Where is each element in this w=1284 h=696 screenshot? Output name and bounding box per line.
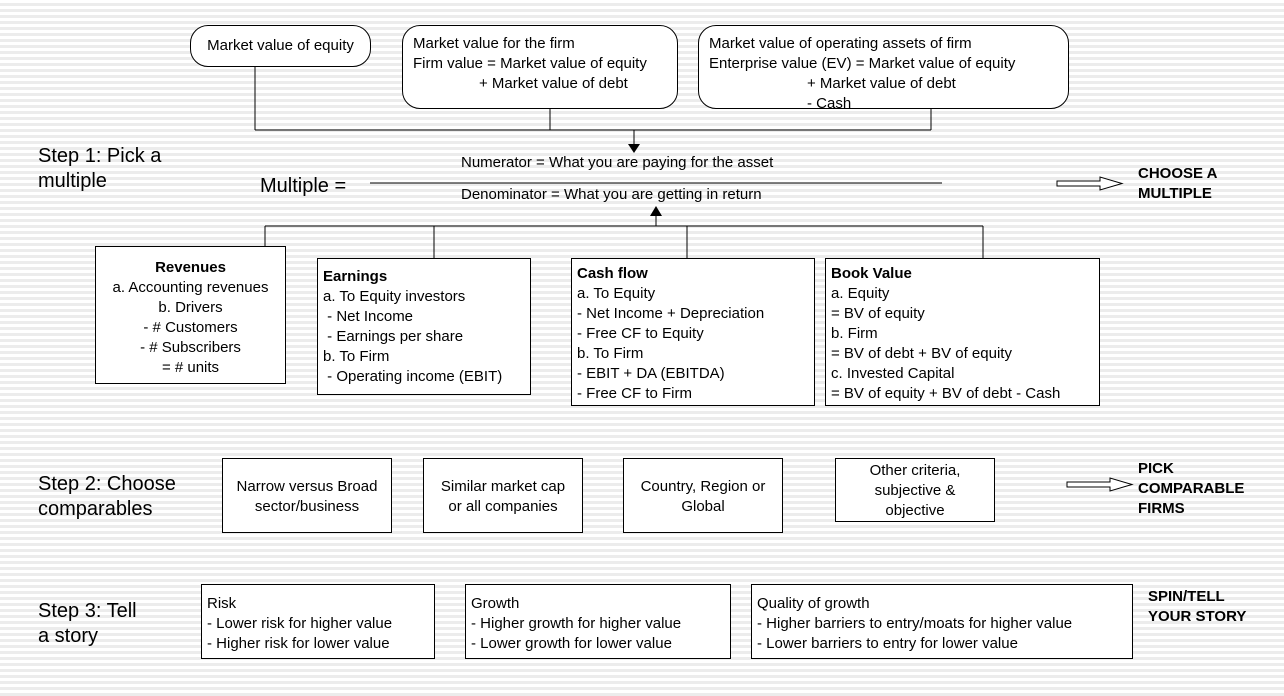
revenues-line: - # Subscribers: [140, 339, 241, 356]
risk-title: Risk: [207, 595, 237, 612]
marketcap-line-1: Similar market cap: [440, 478, 566, 495]
marketcap-line-2: or all companies: [448, 498, 558, 515]
step3-line-1: Step 3: Tell: [38, 600, 137, 622]
growth-title: Growth: [471, 595, 520, 612]
market-cap-box: Similar market cap or all companies: [423, 458, 583, 533]
enterprise-value-box: Market value of operating assets of firm…: [698, 25, 1069, 112]
quality-line: - Lower barriers to entry for lower valu…: [757, 635, 1018, 652]
firm-line-3: + Market value of debt: [479, 75, 628, 92]
bookvalue-line: b. Firm: [831, 325, 878, 342]
earnings-line: - Operating income (EBIT): [323, 368, 503, 385]
bookvalue-line: = BV of equity: [831, 305, 925, 322]
revenues-box: Revenues a. Accounting revenues b. Drive…: [95, 246, 286, 384]
cashflow-line: a. To Equity: [577, 285, 656, 302]
earnings-line: - Net Income: [323, 308, 414, 325]
step3-label: Step 3: Tell a story: [38, 599, 137, 649]
narrow-broad-box: Narrow versus Broad sector/business: [222, 458, 392, 533]
pick-comparable-label: PICK COMPARABLE FIRMS: [1138, 459, 1244, 519]
cashflow-line: - Free CF to Firm: [577, 385, 692, 402]
bookvalue-title: Book Value: [831, 265, 912, 282]
spin-story-label: SPIN/TELL YOUR STORY: [1148, 587, 1246, 627]
earnings-line: b. To Firm: [323, 348, 390, 365]
cashflow-line: - EBIT + DA (EBITDA): [577, 365, 725, 382]
cashflow-title: Cash flow: [577, 265, 648, 282]
cashflow-line: - Net Income + Depreciation: [577, 305, 765, 322]
narrow-line-1: Narrow versus Broad: [236, 478, 378, 495]
growth-line: - Higher growth for higher value: [471, 615, 682, 632]
risk-line: - Higher risk for lower value: [207, 635, 390, 652]
pick-arrow-icon: [1066, 477, 1134, 492]
other-criteria-box: Other criteria, subjective & objective: [835, 458, 995, 522]
cashflow-line: b. To Firm: [577, 345, 644, 362]
region-line-2: Global: [681, 498, 725, 515]
choose-multiple-label: CHOOSE A MULTIPLE: [1138, 164, 1217, 204]
other-line-3: objective: [885, 502, 945, 519]
risk-line: - Lower risk for higher value: [207, 615, 393, 632]
narrow-line-2: sector/business: [254, 498, 360, 515]
bookvalue-line: a. Equity: [831, 285, 890, 302]
revenues-line: b. Drivers: [158, 299, 223, 316]
earnings-title: Earnings: [323, 268, 388, 285]
other-line-1: Other criteria,: [869, 462, 961, 479]
bookvalue-line: c. Invested Capital: [831, 365, 955, 382]
earnings-line: a. To Equity investors: [323, 288, 466, 305]
growth-box: Growth - Higher growth for higher value …: [465, 584, 731, 659]
other-line-2: subjective &: [874, 482, 956, 499]
denominator-text: Denominator = What you are getting in re…: [461, 186, 762, 203]
earnings-box: Earnings a. To Equity investors - Net In…: [317, 258, 531, 395]
equity-value-box: Market value of equity: [190, 25, 371, 67]
choose-arrow-icon: [1056, 176, 1124, 191]
cashflow-line: - Free CF to Equity: [577, 325, 704, 342]
cashflow-box: Cash flow a. To Equity - Net Income + De…: [571, 258, 815, 406]
pick-line-1: PICK: [1138, 460, 1174, 477]
quality-growth-box: Quality of growth - Higher barriers to e…: [751, 584, 1133, 659]
step1-label: Step 1: Pick a multiple: [38, 144, 161, 194]
step2-label: Step 2: Choose comparables: [38, 472, 176, 522]
step2-line-2: comparables: [38, 498, 153, 520]
revenues-line: a. Accounting revenues: [112, 279, 269, 296]
quality-title: Quality of growth: [757, 595, 870, 612]
equity-line: Market value of equity: [207, 37, 354, 54]
firm-value-box: Market value for the firm Firm value = M…: [402, 25, 678, 109]
spin-line-1: SPIN/TELL: [1148, 588, 1225, 605]
risk-box: Risk - Lower risk for higher value - Hig…: [201, 584, 435, 659]
ev-line-2: Enterprise value (EV) = Market value of …: [709, 55, 1016, 72]
ev-line-3: + Market value of debt: [807, 75, 956, 92]
step2-line-1: Step 2: Choose: [38, 473, 176, 495]
region-line-1: Country, Region or: [640, 478, 766, 495]
earnings-line: - Earnings per share: [323, 328, 464, 345]
step1-line-2: multiple: [38, 170, 107, 192]
firm-line-1: Market value for the firm: [413, 35, 575, 52]
arrow-up-head: [650, 206, 662, 216]
pick-line-3: FIRMS: [1138, 500, 1185, 517]
arrow-down-head: [628, 144, 640, 153]
bookvalue-box: Book Value a. Equity = BV of equity b. F…: [825, 258, 1100, 406]
growth-line: - Lower growth for lower value: [471, 635, 672, 652]
pick-line-2: COMPARABLE: [1138, 480, 1245, 497]
choose-line-1: CHOOSE A: [1138, 165, 1218, 182]
firm-line-2: Firm value = Market value of equity: [413, 55, 647, 72]
revenues-line: - # Customers: [143, 319, 238, 336]
ev-line-4: - Cash: [807, 95, 852, 112]
multiple-label: Multiple =: [260, 175, 347, 197]
ev-line-1: Market value of operating assets of firm: [709, 35, 972, 52]
choose-line-2: MULTIPLE: [1138, 185, 1212, 202]
region-box: Country, Region or Global: [623, 458, 783, 533]
revenues-title: Revenues: [155, 259, 226, 276]
bookvalue-line: = BV of debt + BV of equity: [831, 345, 1012, 362]
quality-line: - Higher barriers to entry/moats for hig…: [757, 615, 1073, 632]
revenues-line: = # units: [161, 359, 220, 376]
step3-line-2: a story: [38, 625, 99, 647]
step1-line-1: Step 1: Pick a: [38, 145, 162, 167]
spin-line-2: YOUR STORY: [1148, 608, 1247, 625]
numerator-text: Numerator = What you are paying for the …: [461, 154, 774, 171]
bookvalue-line: = BV of equity + BV of debt - Cash: [831, 385, 1061, 402]
